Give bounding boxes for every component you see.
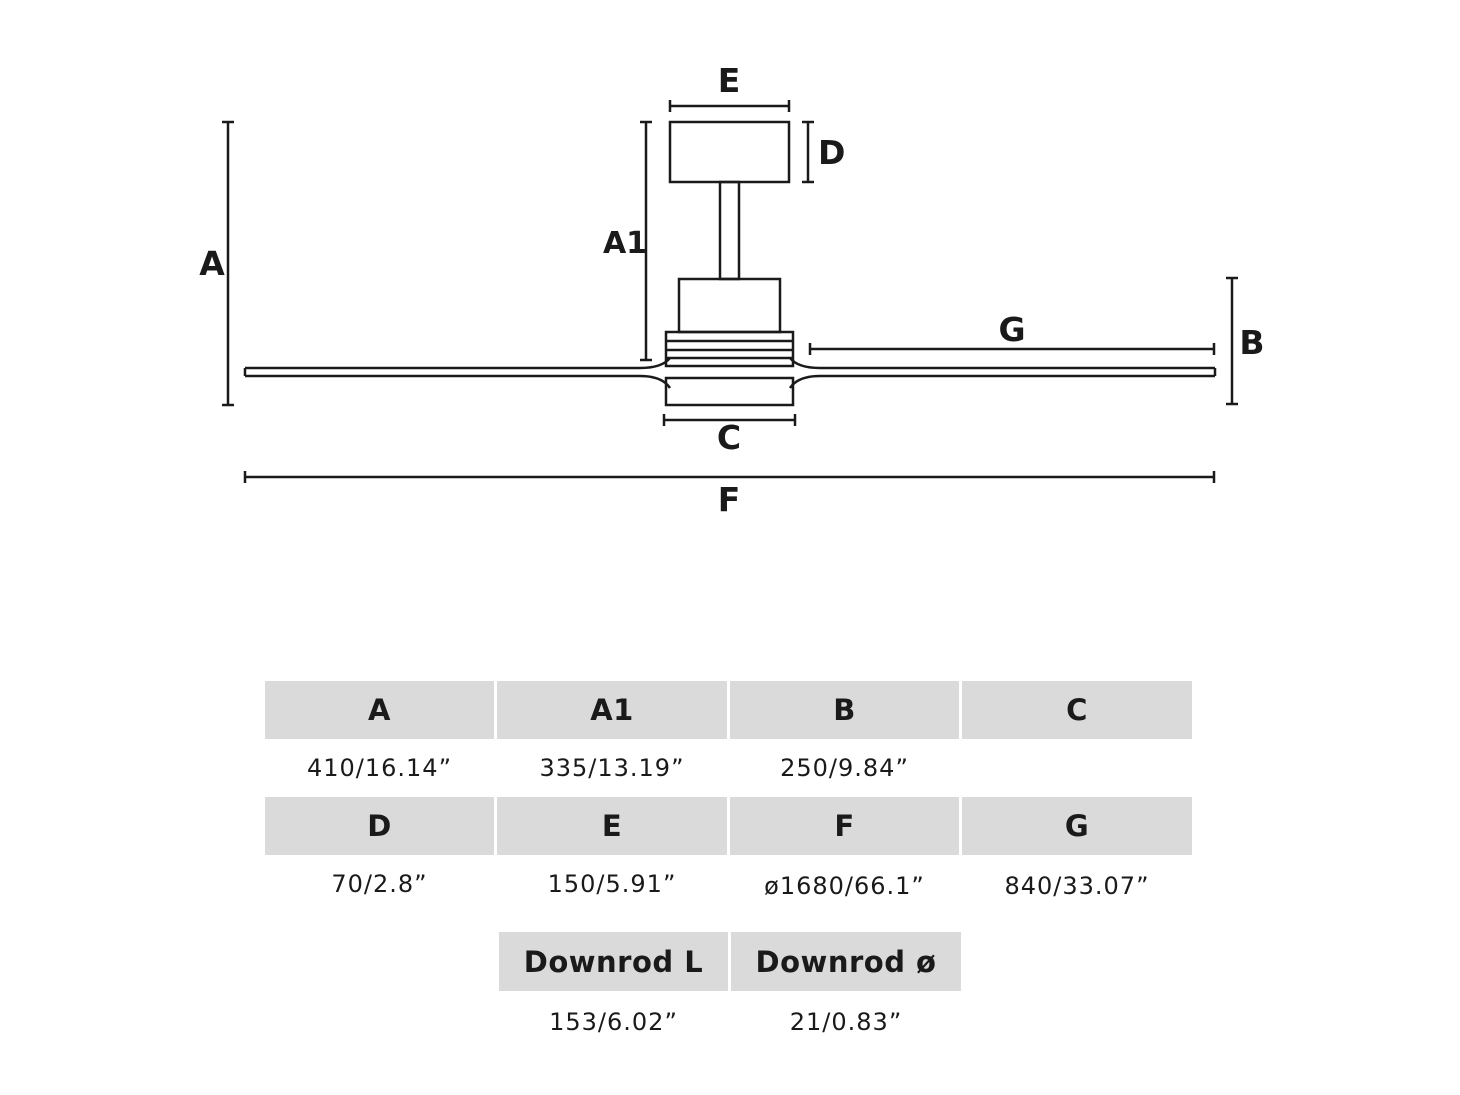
downrod [718, 180, 741, 281]
label-g: G [998, 310, 1025, 349]
table-header-downrod-diameter: Downrod ø [731, 932, 961, 991]
table-value-downrod-length: 153/6.02” [549, 1008, 678, 1036]
fan-dimension-diagram: E D A A1 G B C F [199, 61, 1264, 519]
table-value-f: ø1680/66.1” [764, 872, 925, 900]
table-header-downrod-length: Downrod L [499, 932, 728, 991]
table-header-b: B [730, 681, 959, 739]
motor-upper [677, 277, 782, 334]
label-a1: A1 [603, 226, 647, 261]
table-value-a1: 335/13.19” [539, 754, 685, 782]
table-value-a: 410/16.14” [306, 754, 453, 782]
label-b: B [1239, 323, 1264, 362]
table-header-c: C [962, 681, 1192, 739]
label-c: C [717, 418, 741, 457]
table-value-e: 150/5.91” [547, 870, 677, 898]
table-value-d: 70/2.8” [331, 870, 428, 898]
label-f: F [718, 480, 741, 519]
label-d: D [818, 133, 845, 172]
blade-left [243, 357, 672, 389]
label-a: A [199, 244, 225, 283]
table-header-d: D [265, 797, 494, 855]
table-value-downrod-diameter: 21/0.83” [789, 1008, 903, 1036]
table-header-g: G [962, 797, 1192, 855]
table-header-e: E [497, 797, 727, 855]
motor-lower [664, 376, 795, 407]
table-header-f: F [730, 797, 959, 855]
table-value-g: 840/33.07” [1004, 872, 1150, 900]
canopy [668, 120, 791, 184]
table-header-a: A [265, 681, 494, 739]
blade-right [788, 357, 1217, 389]
table-header-a1: A1 [497, 681, 727, 739]
table-value-b: 250/9.84” [780, 754, 909, 782]
table-value-c [962, 744, 1192, 792]
label-e: E [718, 61, 741, 100]
